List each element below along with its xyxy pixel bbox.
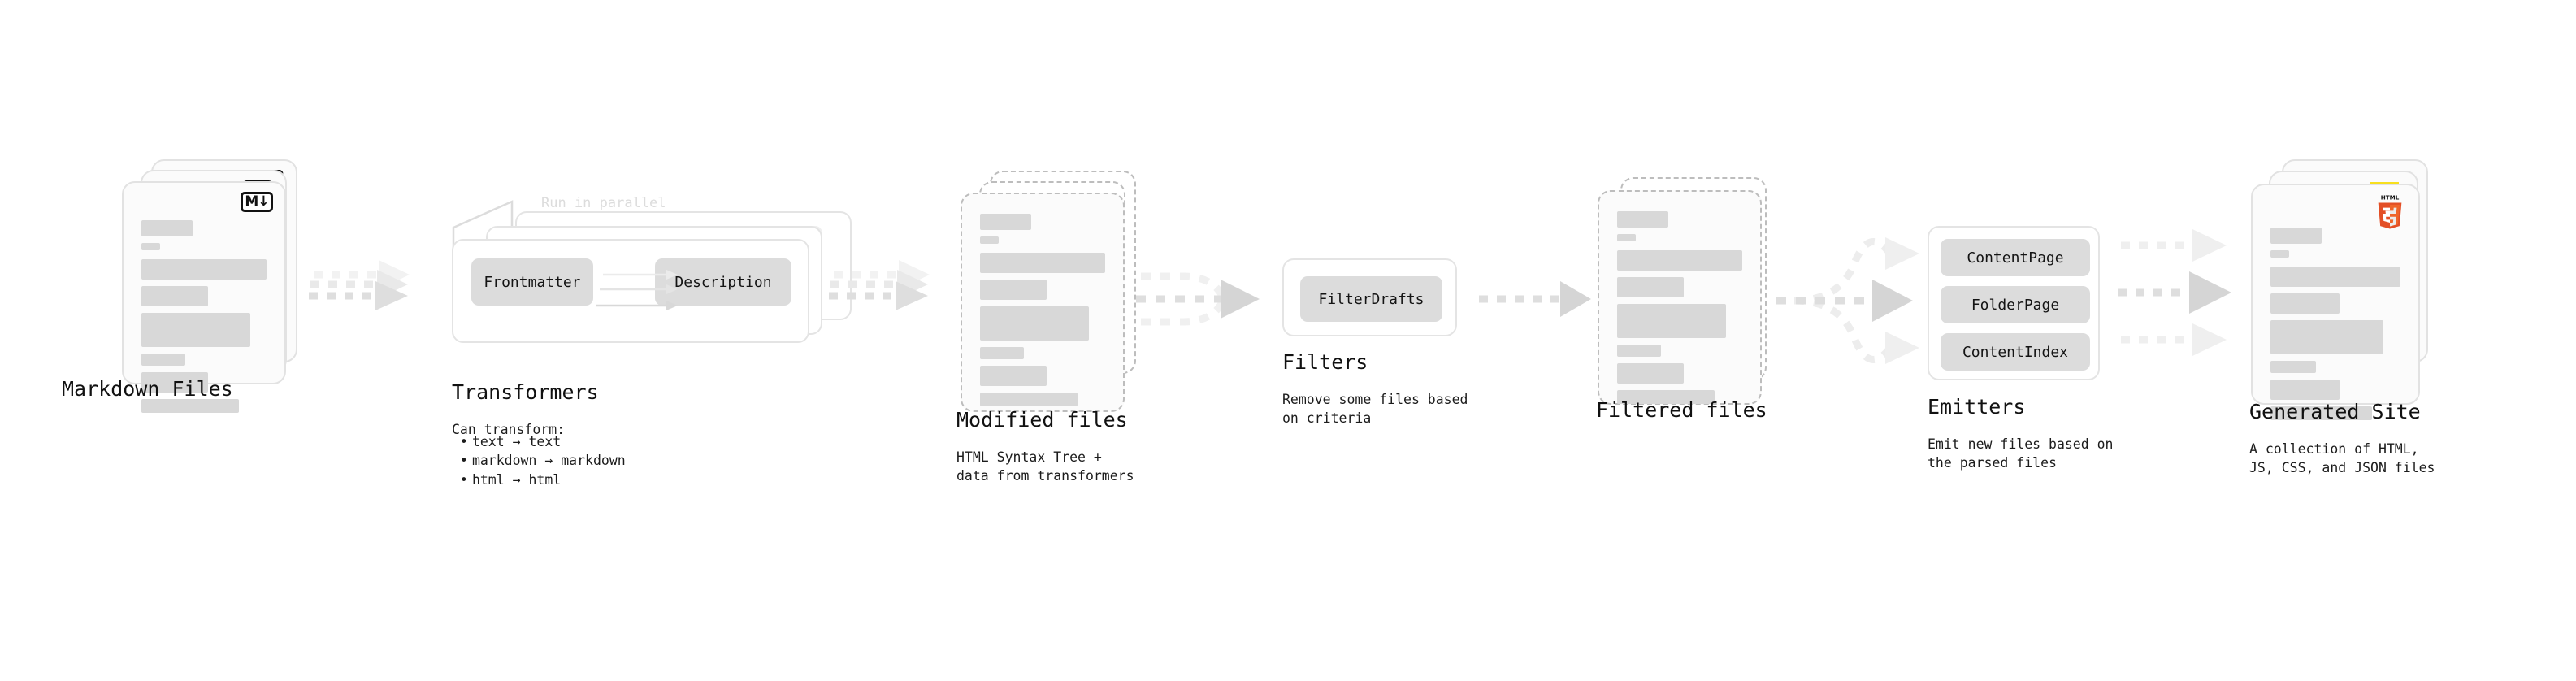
emitter-pill-contentpage[interactable]: ContentPage [1941,239,2090,276]
list-item: • markdown → markdown [452,453,626,469]
stage-filtered-files: Filtered files [1596,177,1785,429]
filter-pill-filterdrafts[interactable]: FilterDrafts [1300,276,1442,322]
stage-title: Modified files [956,408,1128,432]
arrow-modified-to-filters [1136,272,1260,326]
stage-subtitle: Can transform: [452,422,566,437]
filtered-file-stack [1598,177,1785,429]
stage-title: Emitters [1928,395,2026,419]
svg-text:HTML: HTML [2381,194,2400,202]
stage-subtitle: Remove some files based on criteria [1282,392,1468,427]
stage-subtitle: Emit new files based on the parsed files [1928,436,2114,471]
file-card-front: HTML [2251,184,2420,420]
stage-emitters: ContentPage FolderPage ContentIndex Emit… [1928,226,2113,471]
modified-file-stack [961,171,1147,423]
run-in-parallel-brace [452,200,514,257]
file-skeleton [1617,211,1742,410]
arrow-filtered-to-emitters [1776,237,1919,364]
transformer-pill-description[interactable]: Description [655,258,791,306]
generated-site-stack: CSS HTML [2251,159,2446,420]
stage-filters: FilterDrafts Filters Remove some files b… [1282,258,1468,426]
transformer-box-front: Frontmatter Description [452,239,809,343]
stage-title: Filtered files [1596,398,1767,422]
stage-subtitle: HTML Syntax Tree + data from transformer… [956,449,1134,484]
file-skeleton [141,220,267,419]
emitter-pill-contentindex[interactable]: ContentIndex [1941,333,2090,371]
arrow-transformers-to-modified [829,260,930,310]
list-item: • text → text [452,434,562,449]
arrow-emitters-to-site [2118,229,2231,356]
stage-subtitle: A collection of HTML, JS, CSS, and JSON … [2249,441,2435,476]
file-card-front: M↓ [122,181,286,413]
transformer-pill-frontmatter[interactable]: Frontmatter [471,258,593,306]
arrow-markdown-to-transformers [309,260,410,310]
stage-title: Transformers [452,380,599,404]
stage-title: Filters [1282,350,1368,374]
transformer-internal-arrows [596,270,678,310]
stage-title: Generated Site [2249,400,2421,423]
file-card-front [1598,190,1762,405]
arrow-filters-to-filtered [1479,281,1591,317]
filters-box: FilterDrafts [1282,258,1457,336]
file-skeleton [980,214,1105,413]
stage-title: Markdown Files [62,377,233,401]
stage-markdown-files: M↓ M↓ M↓ Markdown Files [62,159,309,413]
file-skeleton [2270,228,2400,427]
markdown-icon: M↓ [241,192,273,212]
transform-type-list: • text → text • markdown → markdown • ht… [452,432,626,489]
list-item: • html → html [452,471,562,488]
stage-modified-files: Modified files HTML Syntax Tree + data f… [956,171,1147,484]
markdown-file-stack: M↓ M↓ M↓ [122,159,309,413]
html5-icon: HTML [2378,194,2402,229]
emitters-box: ContentPage FolderPage ContentIndex [1928,226,2100,380]
stage-generated-site: CSS HTML [2249,159,2446,475]
run-in-parallel-label: Run in parallel [541,195,666,211]
emitter-pill-folderpage[interactable]: FolderPage [1941,286,2090,323]
file-card-front [961,193,1125,412]
